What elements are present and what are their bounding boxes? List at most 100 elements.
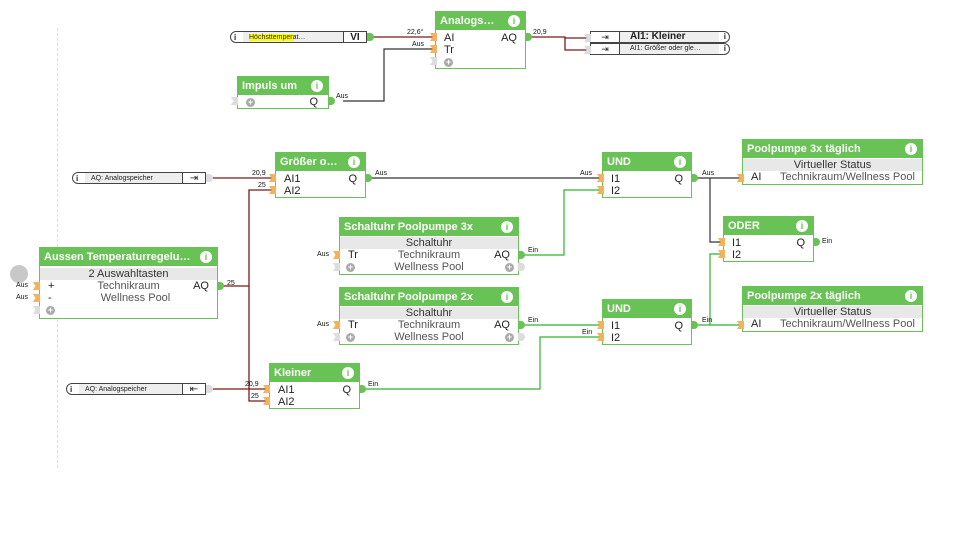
input-pin[interactable] xyxy=(33,282,40,290)
input-pin[interactable] xyxy=(333,251,340,259)
input-pin[interactable] xyxy=(718,238,725,246)
info-icon[interactable]: i xyxy=(311,80,323,92)
output-pin[interactable] xyxy=(217,282,224,290)
input-pin[interactable] xyxy=(231,97,238,105)
info-icon: i xyxy=(723,32,726,41)
block-title: ODER xyxy=(728,220,760,232)
output-pin[interactable] xyxy=(813,238,820,246)
input-pin[interactable] xyxy=(269,174,276,182)
add-output-icon[interactable]: + xyxy=(505,262,514,272)
block-title: Kleiner xyxy=(274,367,312,379)
input-pin[interactable] xyxy=(430,45,437,53)
info-icon[interactable]: i xyxy=(905,143,917,155)
input-pin[interactable] xyxy=(584,34,591,42)
output-pin[interactable] xyxy=(518,251,525,259)
location: Technikraum/Wellness Pool xyxy=(780,171,915,183)
output-pin[interactable] xyxy=(691,174,698,182)
info-icon[interactable]: i xyxy=(796,220,808,232)
input-pin[interactable] xyxy=(737,321,744,329)
add-input-icon[interactable]: + xyxy=(346,332,355,342)
ref-label: Höchsttemperat… xyxy=(249,34,306,41)
output-pin[interactable] xyxy=(518,333,525,341)
value-label: Ein xyxy=(582,329,593,336)
input-pin[interactable] xyxy=(33,306,40,314)
add-input-icon[interactable]: + xyxy=(246,97,255,107)
outref-ai1-groesser[interactable]: ⇥ AI1: Größer oder gle… i xyxy=(590,43,730,55)
input-pin[interactable] xyxy=(597,333,604,341)
ref-type-button[interactable]: VI xyxy=(343,32,366,43)
input-pin[interactable] xyxy=(33,294,40,302)
input-pin[interactable] xyxy=(430,57,437,65)
add-output-icon[interactable]: + xyxy=(505,332,514,342)
output-pin[interactable] xyxy=(518,321,525,329)
ref-analogspeicher-2[interactable]: i AQ: Analogspeicher ⇤ xyxy=(66,383,206,395)
output-pin[interactable] xyxy=(691,321,698,329)
value-label: Aus xyxy=(375,170,388,177)
output-pin[interactable] xyxy=(525,33,532,41)
input-pin[interactable] xyxy=(263,397,270,405)
output-pin[interactable] xyxy=(359,385,366,393)
block-title: UND xyxy=(607,156,631,168)
add-input-icon[interactable]: + xyxy=(46,305,55,315)
output-pin[interactable] xyxy=(328,97,335,105)
input-pin[interactable] xyxy=(263,385,270,393)
value-label: Aus xyxy=(412,41,425,48)
input-pin[interactable] xyxy=(737,174,744,182)
input-pin[interactable] xyxy=(333,321,340,329)
ref-analogspeicher-1[interactable]: i AQ: Analogspeicher ⇥ xyxy=(72,172,206,184)
ref-hoechsttemperatur[interactable]: i Höchsttemperat… VI xyxy=(230,31,367,43)
input-pin[interactable] xyxy=(430,33,437,41)
info-icon[interactable]: i xyxy=(508,15,520,27)
input-pin[interactable] xyxy=(597,186,604,194)
input-pin[interactable] xyxy=(333,263,340,271)
value-label: Aus xyxy=(317,251,330,258)
info-icon[interactable]: i xyxy=(348,156,360,168)
input-pin[interactable] xyxy=(269,186,276,194)
input-pin[interactable] xyxy=(597,321,604,329)
outref-ai1-kleiner[interactable]: ⇥ AI1: Kleiner i xyxy=(590,31,730,43)
output-aq: AQ xyxy=(494,319,510,331)
info-icon[interactable]: i xyxy=(674,156,686,168)
input-pin[interactable] xyxy=(718,250,725,258)
value-label: Ein xyxy=(528,247,539,254)
output-q: Q xyxy=(674,173,683,185)
input-ai1: AI1 xyxy=(278,384,295,396)
output-pin[interactable] xyxy=(365,174,372,182)
add-input-icon[interactable]: + xyxy=(444,57,453,67)
location-area: Wellness Pool xyxy=(394,261,464,273)
output-pin[interactable] xyxy=(206,174,213,182)
value-label: 25 xyxy=(227,280,235,287)
info-icon[interactable]: i xyxy=(501,291,513,303)
add-input-icon[interactable]: + xyxy=(346,262,355,272)
info-icon[interactable]: i xyxy=(905,290,917,302)
output-pin[interactable] xyxy=(367,33,374,41)
input-pin[interactable] xyxy=(584,46,591,54)
input-ref-icon: ⇥ xyxy=(591,44,620,54)
info-icon[interactable]: i xyxy=(200,251,212,263)
location: Technikraum/Wellness Pool xyxy=(780,318,915,330)
output-pin[interactable] xyxy=(518,263,525,271)
block-title: Aussen Temperaturregelu… xyxy=(44,251,191,263)
input-pin[interactable] xyxy=(597,174,604,182)
jump-icon[interactable]: ⇥ xyxy=(182,173,205,184)
jump-icon[interactable]: ⇤ xyxy=(182,384,205,395)
input-pin[interactable] xyxy=(333,333,340,341)
output-pin[interactable] xyxy=(206,385,213,393)
info-icon[interactable]: i xyxy=(501,221,513,233)
info-icon[interactable]: i xyxy=(342,367,354,379)
info-icon: i xyxy=(70,385,73,394)
block-aussen-temperaturregelung[interactable]: Aussen Temperaturregelu…i 2 Auswahltaste… xyxy=(39,247,218,319)
info-icon[interactable]: i xyxy=(674,303,686,315)
